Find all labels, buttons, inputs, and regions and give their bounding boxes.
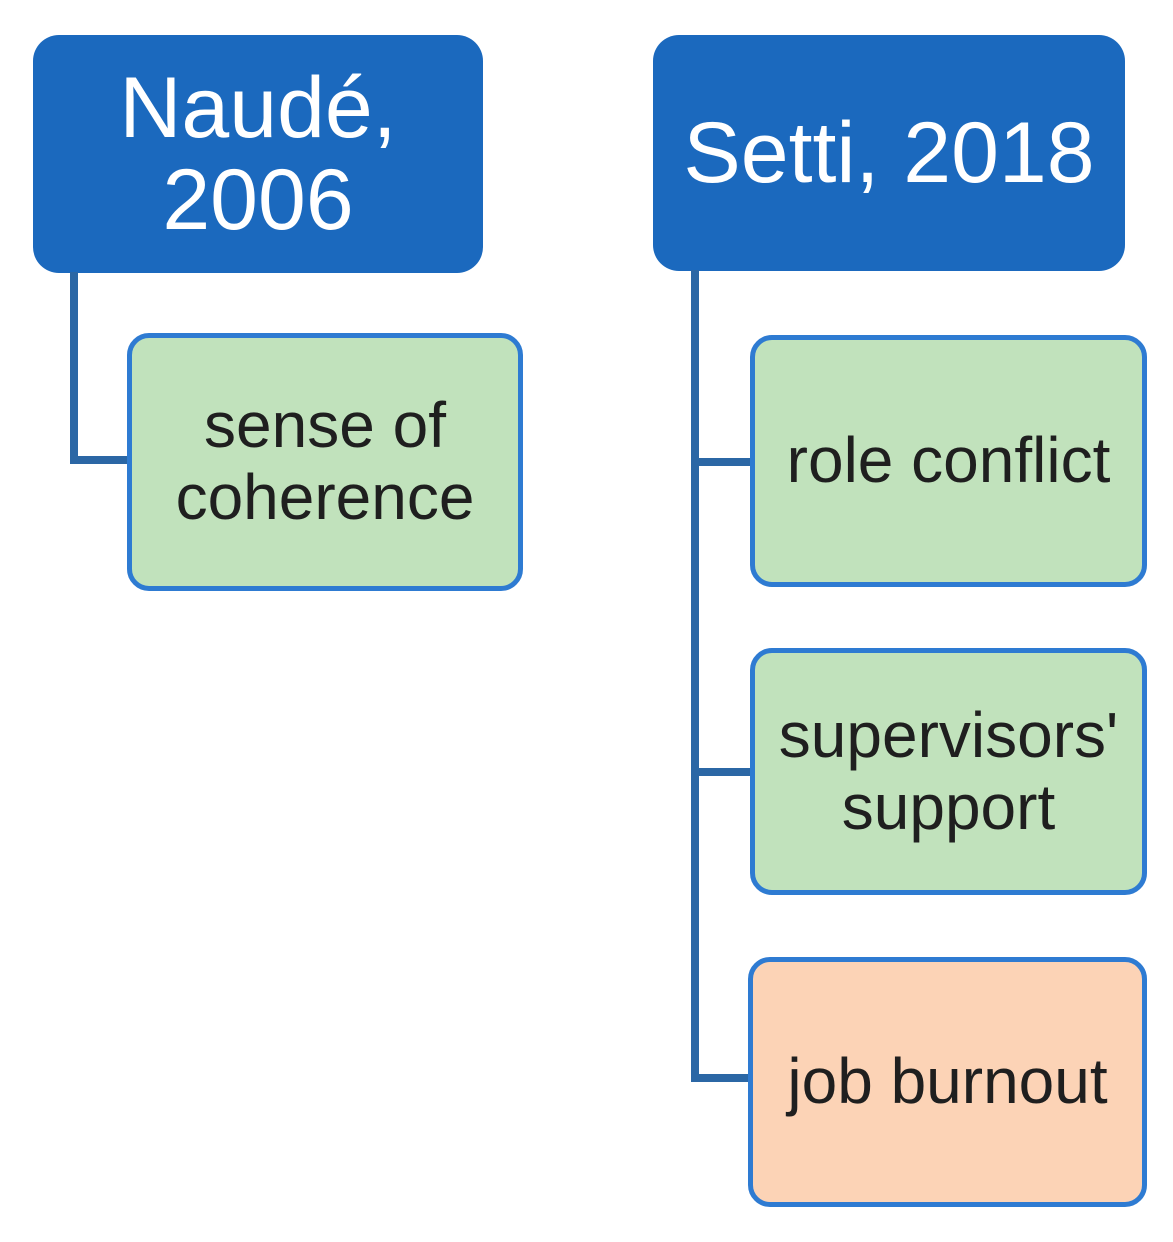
connector-naude-vertical	[70, 272, 78, 464]
node-job-burnout-label: job burnout	[787, 1045, 1108, 1118]
node-setti-2018: Setti, 2018	[653, 35, 1125, 271]
node-role-conflict: role conflict	[750, 335, 1147, 587]
node-naude-2006: Naudé, 2006	[33, 35, 483, 273]
connector-setti-to-role-conflict	[691, 458, 753, 466]
node-supervisors-support-label: supervisors' support	[778, 698, 1119, 843]
node-sense-of-coherence: sense of coherence	[127, 333, 523, 591]
node-sense-of-coherence-label: sense of coherence	[175, 389, 475, 533]
connector-naude-to-sense-of-coherence	[70, 456, 130, 464]
node-setti-2018-label: Setti, 2018	[683, 104, 1095, 201]
connector-setti-to-job-burnout	[691, 1074, 751, 1082]
connector-setti-to-supervisors-support	[691, 768, 753, 776]
node-job-burnout: job burnout	[748, 957, 1147, 1207]
node-supervisors-support: supervisors' support	[750, 648, 1147, 895]
node-naude-2006-label: Naudé, 2006	[119, 59, 397, 248]
node-role-conflict-label: role conflict	[786, 424, 1111, 497]
connector-setti-trunk	[691, 270, 699, 1082]
